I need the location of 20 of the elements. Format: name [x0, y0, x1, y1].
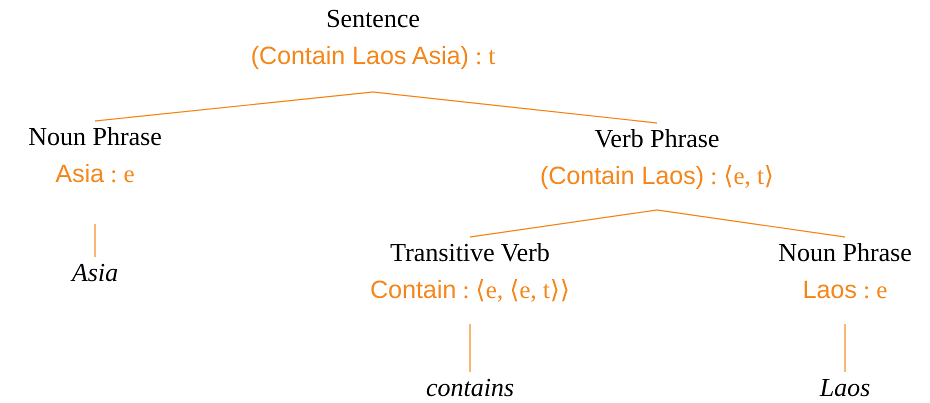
tree-branch-line — [844, 324, 846, 372]
tree-branch-line — [470, 209, 658, 238]
tree-branch-line — [94, 91, 374, 122]
tree-branch-line — [94, 224, 96, 257]
semantic-type-label: Asia : e — [54, 159, 136, 190]
word-label: Asia — [72, 257, 118, 289]
word-label: Laos — [820, 372, 870, 403]
semantic-type-label: (Contain Laos) : ⟨e, t⟩ — [540, 161, 774, 192]
word-label: contains — [426, 372, 514, 403]
category-label: Noun Phrase — [778, 237, 912, 269]
semantic-type-label: (Contain Laos Asia) : t — [250, 41, 496, 72]
semantic-type-label: Laos : e — [802, 275, 888, 306]
category-label: Sentence — [325, 3, 421, 35]
category-label: Transitive Verb — [389, 237, 551, 269]
tree-branch-line — [372, 91, 658, 124]
tree-branch-line — [656, 209, 846, 238]
semantic-type-label: Contain : ⟨e, ⟨e, t⟩⟩ — [370, 275, 570, 306]
tree-branch-line — [469, 324, 471, 372]
category-label: Noun Phrase — [28, 121, 162, 153]
category-label: Verb Phrase — [594, 123, 720, 155]
